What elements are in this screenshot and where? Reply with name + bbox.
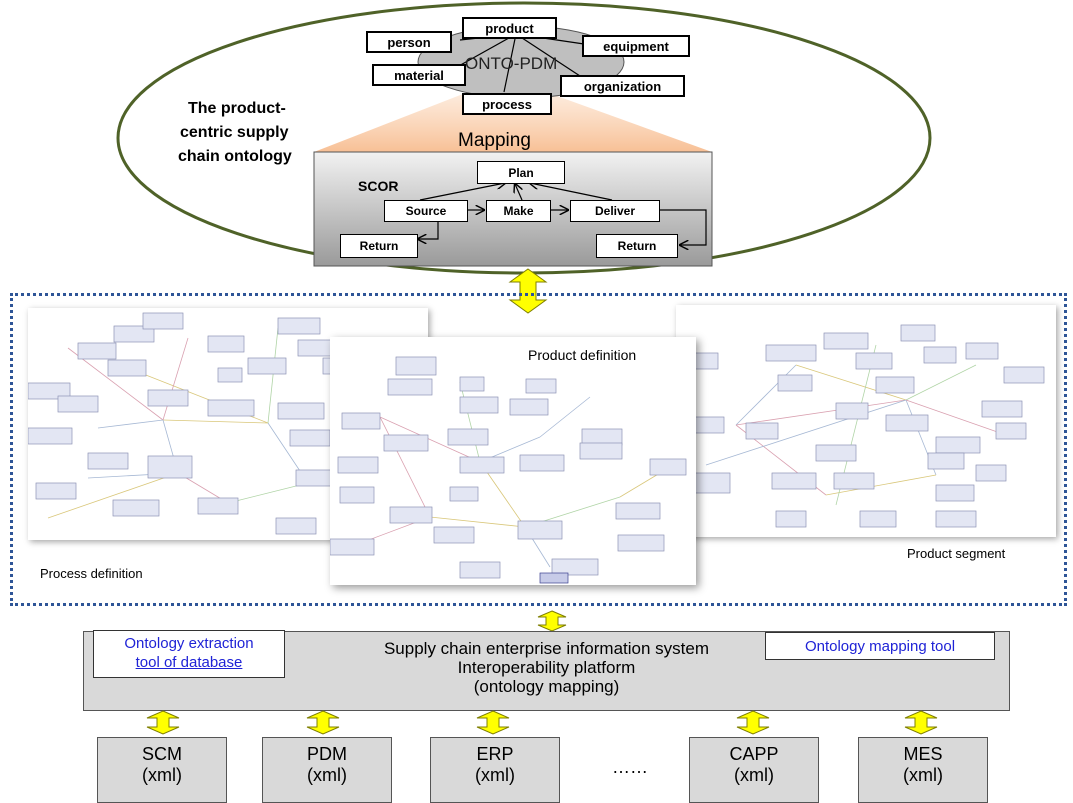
system-pdm-format: (xml) [307,765,347,785]
system-scm-format: (xml) [142,765,182,785]
platform-line-3: (ontology mapping) [473,677,620,696]
views-dotted-frame [10,293,1067,606]
system-erp-name: ERP [476,744,514,764]
concept-organization: organization [560,75,685,97]
system-pdm-name: PDM [307,744,347,764]
system-capp-name: CAPP [729,744,779,764]
ontology-title-line-2: centric supply [180,124,289,141]
scor-deliver: Deliver [570,200,660,222]
scor-plan: Plan [477,161,565,184]
system-pdm: PDM (xml) [262,737,392,803]
system-capp: CAPP (xml) [689,737,819,803]
extraction-tool-line-2: tool of database [135,654,243,671]
system-mes: MES (xml) [858,737,988,803]
systems-ellipsis: …… [612,757,648,777]
ontology-diagram [116,1,932,275]
system-erp: ERP (xml) [430,737,560,803]
concept-material-label: material [394,67,444,83]
segment-graph [685,324,1045,528]
concept-process: process [462,93,552,115]
extraction-tool-line-1: Ontology extraction [124,635,254,652]
scor-return-right-label: Return [617,239,657,253]
platform-line-1: Supply chain enterprise information syst… [383,639,710,658]
system-mes-name: MES [903,744,943,764]
double-arrow-views-platform [537,610,567,632]
ontology-title: The product- centric supply chain ontolo… [174,97,292,169]
scor-return-left-label: Return [359,239,399,253]
scor-label: SCOR [358,178,399,194]
system-scm-name: SCM [142,744,182,764]
scor-plan-label: Plan [508,165,534,180]
system-mes-format: (xml) [903,765,943,785]
system-capp-format: (xml) [734,765,774,785]
product-definition-panel [330,337,696,585]
concept-product: product [462,17,557,39]
scor-source: Source [384,200,468,222]
platform-line-2: Interoperability platform [457,658,636,677]
onto-pdm-label: ONTO-PDM [465,54,558,73]
mapping-fan [314,92,712,152]
concept-equipment-label: equipment [603,38,669,54]
concept-product-label: product [485,20,534,36]
definition-graph [330,356,687,584]
product-segment-panel [676,305,1056,537]
process-graph [28,312,370,535]
concept-person: person [366,31,452,53]
scor-make-label: Make [503,204,534,218]
mapping-tool-label: Ontology mapping tool [804,638,956,655]
scor-return-right: Return [596,234,678,258]
ontology-title-line-1: The product- [188,100,286,117]
ontology-extraction-tool[interactable]: Ontology extraction tool of database [93,630,285,678]
scor-deliver-label: Deliver [594,204,636,218]
system-scm: SCM (xml) [97,737,227,803]
concept-person-label: person [387,34,431,50]
ontology-mapping-tool[interactable]: Ontology mapping tool [765,632,995,660]
system-arrows [146,710,938,735]
system-erp-format: (xml) [475,765,515,785]
ontology-title-line-3: chain ontology [178,148,292,165]
concept-organization-label: organization [583,78,662,94]
product-definition-caption: Product definition [526,347,639,363]
process-definition-caption: Process definition [40,566,143,581]
mapping-label: Mapping [458,130,531,151]
product-segment-caption: Product segment [907,546,1006,561]
scor-return-left: Return [340,234,418,258]
double-arrow-ontology-views [508,268,548,314]
concept-equipment: equipment [582,35,690,57]
scor-source-label: Source [405,204,447,218]
concept-process-label: process [482,96,532,112]
concept-material: material [372,64,466,86]
scor-make: Make [486,200,551,222]
